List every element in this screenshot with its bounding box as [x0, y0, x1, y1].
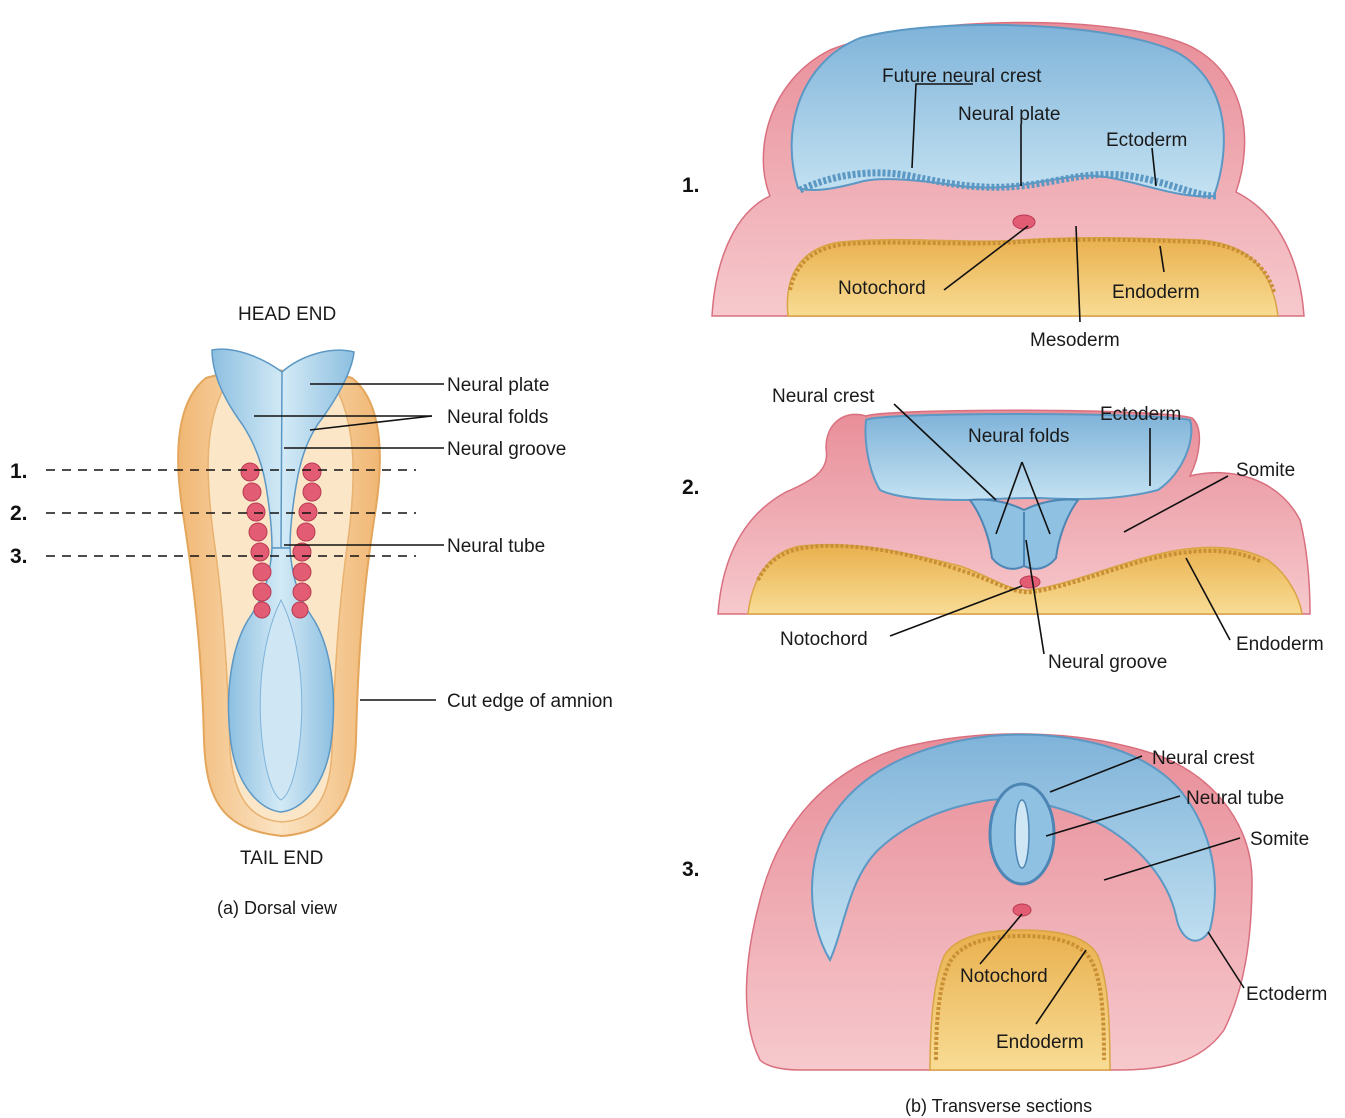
- section-2-number: 2.: [682, 476, 700, 499]
- label-cut-edge: Cut edge of amnion: [447, 691, 613, 712]
- label-neural-folds: Neural folds: [447, 407, 548, 428]
- section-2: 2. Neural crest Neural folds Ectoderm So…: [682, 386, 1324, 673]
- tail-end-label: TAIL END: [240, 848, 323, 869]
- s3-label-neural-crest: Neural crest: [1152, 748, 1255, 769]
- s3-label-endoderm: Endoderm: [996, 1032, 1084, 1053]
- s3-label-somite: Somite: [1250, 829, 1309, 850]
- section-3-number: 3.: [682, 858, 700, 881]
- label-neural-plate: Neural plate: [447, 375, 549, 396]
- section-3-neural-canal: [1015, 800, 1029, 868]
- dorsal-view: HEAD END 1. 2. 3.: [10, 304, 613, 918]
- head-end-label: HEAD END: [238, 304, 336, 325]
- label-neural-tube: Neural tube: [447, 536, 545, 557]
- section-marker-2: 2.: [10, 502, 28, 525]
- section-marker-1: 1.: [10, 460, 28, 483]
- transverse-caption: (b) Transverse sections: [905, 1096, 1092, 1116]
- s2-label-neural-groove: Neural groove: [1048, 652, 1167, 673]
- section-1-endoderm: [787, 238, 1278, 316]
- s1-label-endoderm: Endoderm: [1112, 282, 1200, 303]
- dorsal-caption: (a) Dorsal view: [217, 898, 338, 918]
- neural-groove-line: [281, 372, 282, 548]
- s2-label-notochord: Notochord: [780, 629, 868, 650]
- section-1: 1. Future neural crest Neural plate Ecto…: [682, 22, 1304, 351]
- section-3: 3. Neural crest Neural tube Somite Notoc…: [682, 734, 1327, 1070]
- s1-label-notochord: Notochord: [838, 278, 926, 299]
- section-1-number: 1.: [682, 174, 700, 197]
- section-2-notochord: [1020, 576, 1040, 588]
- s3-label-neural-tube: Neural tube: [1186, 788, 1284, 809]
- s1-label-mesoderm: Mesoderm: [1030, 330, 1120, 351]
- s2-label-neural-folds: Neural folds: [968, 426, 1069, 447]
- s1-label-future-neural-crest: Future neural crest: [882, 66, 1042, 87]
- label-neural-groove: Neural groove: [447, 439, 566, 460]
- section-1-notochord: [1013, 215, 1035, 229]
- s1-label-neural-plate: Neural plate: [958, 104, 1060, 125]
- section-marker-3: 3.: [10, 545, 28, 568]
- s2-label-ectoderm: Ectoderm: [1100, 404, 1181, 425]
- s2-label-endoderm: Endoderm: [1236, 634, 1324, 655]
- s3-label-notochord: Notochord: [960, 966, 1048, 987]
- s3-label-ectoderm: Ectoderm: [1246, 984, 1327, 1005]
- s1-label-ectoderm: Ectoderm: [1106, 130, 1187, 151]
- s2-label-neural-crest: Neural crest: [772, 386, 875, 407]
- s2-label-somite: Somite: [1236, 460, 1295, 481]
